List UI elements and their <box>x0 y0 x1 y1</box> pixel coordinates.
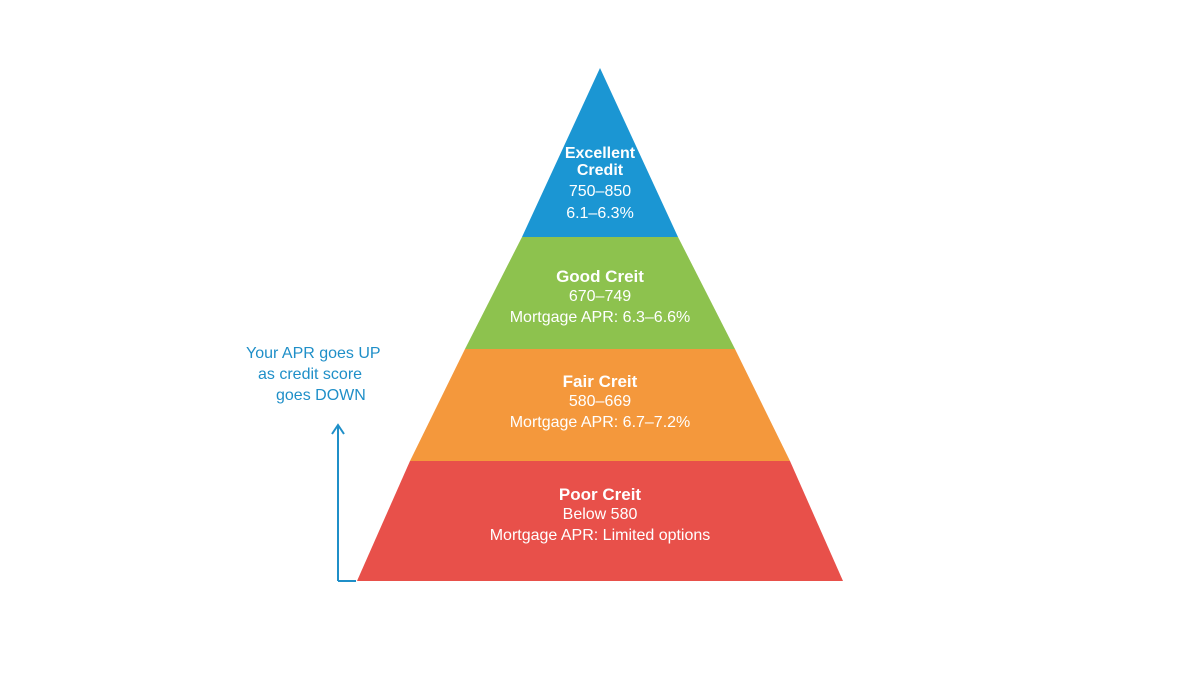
tier-fair-title: Fair Creit <box>562 372 638 391</box>
tier-fair-apr: Mortgage APR: 6.7–7.2% <box>509 414 691 431</box>
tier-good-credit-label: Good Creit 670–749 Mortgage APR: 6.3–6.6… <box>400 268 800 327</box>
tier-poor-credit-shape <box>357 461 843 581</box>
apr-annotation: Your APR goes UP as credit score goes DO… <box>236 343 406 406</box>
tier-excellent-title-line-2: Credit <box>576 162 624 179</box>
tier-fair-credit-shape <box>410 349 790 461</box>
tier-good-credit-shape <box>465 237 735 349</box>
tier-good-score-range: 670–749 <box>568 288 632 305</box>
tier-poor-title: Poor Creit <box>558 485 642 504</box>
tier-excellent-credit-shape <box>522 68 678 237</box>
tier-poor-apr: Mortgage APR: Limited options <box>489 527 711 544</box>
tier-good-title: Good Creit <box>556 267 644 286</box>
tier-excellent-title-line-1: Excellent <box>564 145 636 162</box>
tier-excellent-score-range: 750–850 <box>568 183 632 200</box>
tier-poor-score-range: Below 580 <box>562 506 638 523</box>
apr-arrow <box>331 423 356 582</box>
tier-excellent-apr: 6.1–6.3% <box>566 205 634 222</box>
tier-poor-credit-label: Poor Creit Below 580 Mortgage APR: Limit… <box>400 486 800 545</box>
tier-fair-score-range: 580–669 <box>568 393 632 410</box>
apr-annotation-line-1: Your APR goes UP <box>246 345 381 362</box>
apr-annotation-line-3: goes DOWN <box>276 387 366 404</box>
tier-excellent-credit-label: Excellent Credit 750–850 6.1–6.3% <box>400 145 800 223</box>
apr-annotation-line-2: as credit score <box>258 366 363 383</box>
tier-good-apr: Mortgage APR: 6.3–6.6% <box>509 309 691 326</box>
apr-arrow-head <box>331 423 345 435</box>
tier-fair-credit-label: Fair Creit 580–669 Mortgage APR: 6.7–7.2… <box>400 373 800 432</box>
